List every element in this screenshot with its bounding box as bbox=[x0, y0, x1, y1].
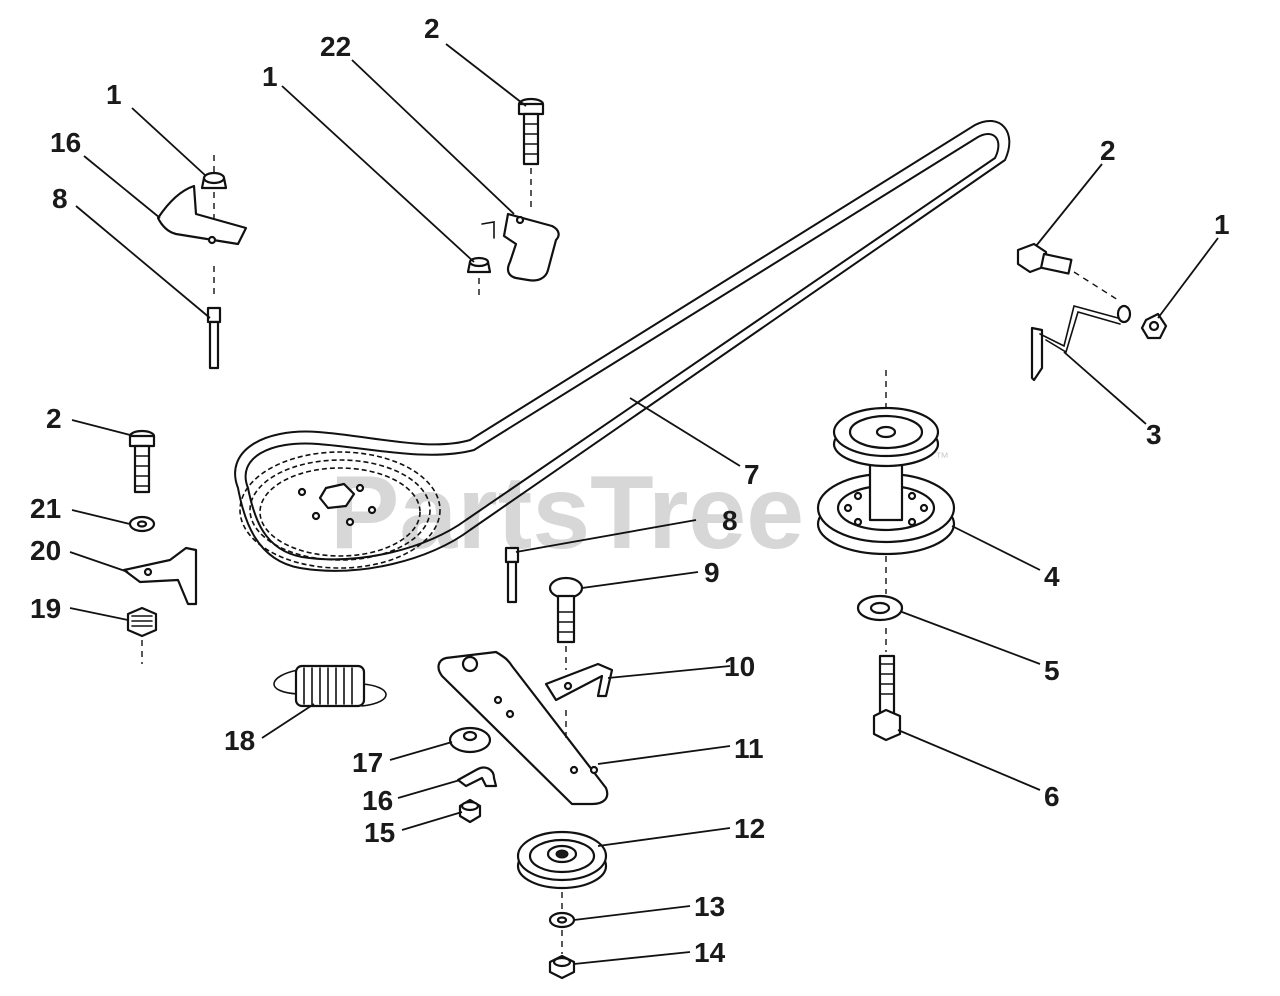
callout-21: 21 bbox=[30, 493, 61, 524]
callout-1: 1 bbox=[106, 79, 122, 110]
callout-7: 7 bbox=[744, 459, 760, 490]
nut-19 bbox=[126, 606, 158, 664]
bracket-16-bottom bbox=[456, 766, 498, 788]
watermark-text: PartsTree bbox=[330, 455, 804, 571]
watermark: PartsTree ™ bbox=[330, 449, 949, 571]
double-pulley-4 bbox=[816, 370, 956, 594]
nut-1-right bbox=[1140, 312, 1168, 340]
leader-lines bbox=[69, 43, 1219, 965]
callout-3: 3 bbox=[1146, 419, 1162, 450]
bracket-16-top bbox=[156, 184, 248, 246]
callout-5: 5 bbox=[1044, 655, 1060, 686]
stud-8-center bbox=[504, 546, 520, 604]
idler-pulley-12 bbox=[516, 830, 608, 890]
bracket-10 bbox=[544, 662, 614, 702]
nut-top-left bbox=[200, 155, 228, 232]
bolt-2-top bbox=[517, 97, 545, 208]
callout-16: 16 bbox=[50, 127, 81, 158]
watermark-trademark: ™ bbox=[935, 449, 949, 465]
callout-8: 8 bbox=[722, 505, 738, 536]
callout-14: 14 bbox=[694, 937, 726, 968]
callout-17: 17 bbox=[352, 747, 383, 778]
callout-2: 2 bbox=[46, 403, 62, 434]
bracket-20 bbox=[122, 546, 198, 606]
callout-12: 12 bbox=[734, 813, 765, 844]
callout-16: 16 bbox=[362, 785, 393, 816]
drive-belt bbox=[234, 119, 1011, 572]
callout-1: 1 bbox=[262, 61, 278, 92]
washer-13 bbox=[548, 892, 576, 929]
bolt-2-left bbox=[128, 429, 156, 494]
stud-8-top bbox=[206, 266, 222, 370]
spring-18 bbox=[273, 664, 387, 708]
callout-18: 18 bbox=[224, 725, 255, 756]
nut-14 bbox=[548, 930, 576, 980]
callout-1: 1 bbox=[1214, 209, 1230, 240]
callout-15: 15 bbox=[364, 817, 395, 848]
washer-5 bbox=[856, 594, 904, 622]
arm-11 bbox=[437, 650, 609, 806]
callout-22: 22 bbox=[320, 31, 351, 62]
callout-13: 13 bbox=[694, 891, 725, 922]
bolt-2-right bbox=[1016, 242, 1119, 301]
callout-20: 20 bbox=[30, 535, 61, 566]
callout-19: 19 bbox=[30, 593, 61, 624]
bolt-6 bbox=[872, 628, 902, 742]
callout-6: 6 bbox=[1044, 781, 1060, 812]
bracket-22 bbox=[481, 212, 560, 282]
callout-8: 8 bbox=[52, 183, 68, 214]
nut-15 bbox=[458, 798, 482, 824]
callout-2: 2 bbox=[1100, 135, 1116, 166]
callout-11: 11 bbox=[734, 733, 764, 764]
callout-2: 2 bbox=[424, 13, 440, 44]
spacer-17 bbox=[448, 726, 492, 754]
callout-4: 4 bbox=[1044, 561, 1060, 592]
callout-9: 9 bbox=[704, 557, 720, 588]
washer-21 bbox=[128, 515, 156, 533]
bolt-9 bbox=[548, 576, 584, 670]
callout-labels: 1 16 8 1 22 2 2 1 3 2 21 20 19 7 8 9 4 1… bbox=[30, 13, 1230, 968]
nut-1-middle bbox=[466, 256, 492, 296]
callout-10: 10 bbox=[724, 651, 755, 682]
rod-3 bbox=[1030, 304, 1132, 382]
